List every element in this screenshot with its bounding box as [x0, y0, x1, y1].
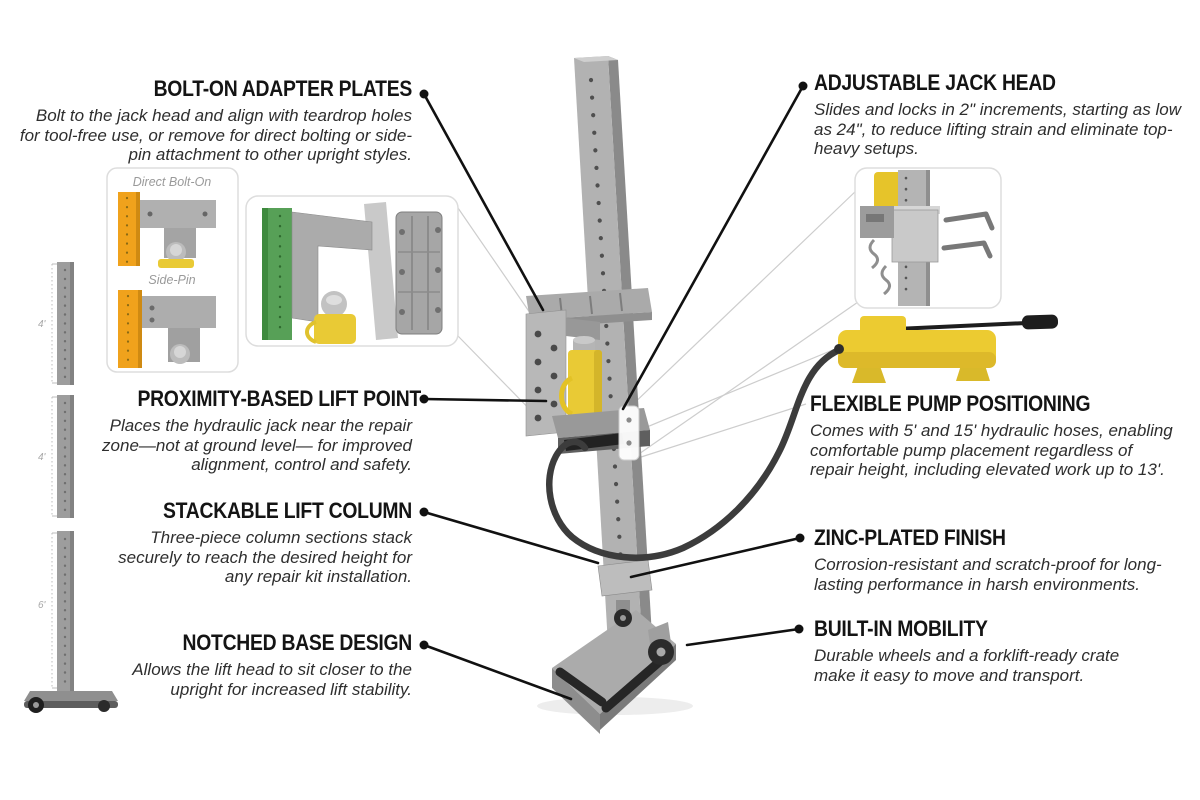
inset-adapter-styles: Direct Bolt-On Side-Pin: [106, 167, 239, 373]
callout-proximity-lift-point: PROXIMITY-BASED LIFT POINT Places the hy…: [100, 386, 421, 475]
pump-hose-fitting: [834, 344, 844, 354]
hydraulic-hose: [546, 346, 843, 561]
front-wheel: [648, 622, 674, 665]
jack-head-assembly: [525, 288, 652, 437]
callout-notched-base-design: NOTCHED BASE DESIGN Allows the lift head…: [80, 630, 412, 699]
spare-adapter-plate: [395, 211, 443, 335]
callout-title: ZINC-PLATED FINISH: [814, 525, 1006, 550]
callout-description: Durable wheels and a forklift-ready crat…: [814, 646, 1120, 685]
callout-leader-lines: [422, 84, 805, 701]
callout-flexible-pump-positioning: FLEXIBLE PUMP POSITIONING Comes with 5' …: [810, 391, 1180, 480]
callout-bolt-on-adapter-plates: BOLT-ON ADAPTER PLATES Bolt to the jack …: [17, 76, 412, 165]
callout-built-in-mobility: BUILT-IN MOBILITY Durable wheels and a f…: [814, 616, 1146, 685]
inset-label-side-pin: Side-Pin: [148, 273, 195, 287]
callout-title: PROXIMITY-BASED LIFT POINT: [137, 386, 421, 411]
callout-stackable-lift-column: STACKABLE LIFT COLUMN Three-piece column…: [90, 498, 412, 587]
measure-label-2: 4': [38, 452, 47, 463]
callout-title: BUILT-IN MOBILITY: [814, 616, 988, 641]
callout-adjustable-jack-head: ADJUSTABLE JACK HEAD Slides and locks in…: [814, 70, 1198, 159]
cotter-pin: [880, 264, 891, 296]
callout-title: BOLT-ON ADAPTER PLATES: [153, 76, 413, 101]
mini-base: [24, 691, 118, 713]
callout-title: NOTCHED BASE DESIGN: [182, 630, 413, 655]
lock-pin-highlight: [618, 405, 640, 461]
inset-lift-point: [245, 195, 459, 347]
rear-caster-wheel: [614, 600, 632, 627]
mini-column-diagram: 4' 4' 6': [24, 262, 118, 713]
direct-bolt-on-image: [118, 192, 216, 268]
callout-title: ADJUSTABLE JACK HEAD: [814, 70, 1056, 95]
hydraulic-jack: [559, 336, 602, 424]
notched-base: [537, 600, 693, 734]
measure-label-3: 6': [38, 600, 47, 611]
callout-dots: [419, 81, 808, 650]
inset-jack-head-lock: [854, 167, 1002, 309]
measure-label-1: 4': [38, 319, 47, 330]
callout-description: Places the hydraulic jack near the repai…: [102, 416, 412, 475]
callout-description: Slides and locks in 2" increments, start…: [814, 100, 1181, 159]
callout-title: FLEXIBLE PUMP POSITIONING: [810, 391, 1091, 416]
callout-description: Corrosion-resistant and scratch-proof fo…: [814, 555, 1162, 594]
product-illustration: [525, 56, 1059, 734]
lock-pin: [943, 211, 995, 231]
cotter-pin: [868, 238, 879, 270]
callout-description: Comes with 5' and 15' hydraulic hoses, e…: [810, 421, 1173, 480]
inset-label-direct-bolt-on: Direct Bolt-On: [133, 175, 212, 189]
stack-joint-collar: [597, 559, 653, 597]
hand-pump: [834, 314, 1059, 383]
lock-pin: [941, 240, 993, 259]
pump-handle-grip: [1021, 314, 1059, 330]
callout-description: Bolt to the jack head and align with tea…: [19, 106, 412, 165]
side-pin-image: [118, 290, 216, 368]
callout-title: STACKABLE LIFT COLUMN: [163, 498, 412, 523]
inset-connector-lines: [457, 188, 859, 459]
callout-zinc-plated-finish: ZINC-PLATED FINISH Corrosion-resistant a…: [814, 525, 1176, 594]
lift-column: [574, 56, 653, 645]
callout-description: Three-piece column sections stack secure…: [118, 528, 412, 587]
callout-description: Allows the lift head to sit closer to th…: [132, 660, 412, 699]
